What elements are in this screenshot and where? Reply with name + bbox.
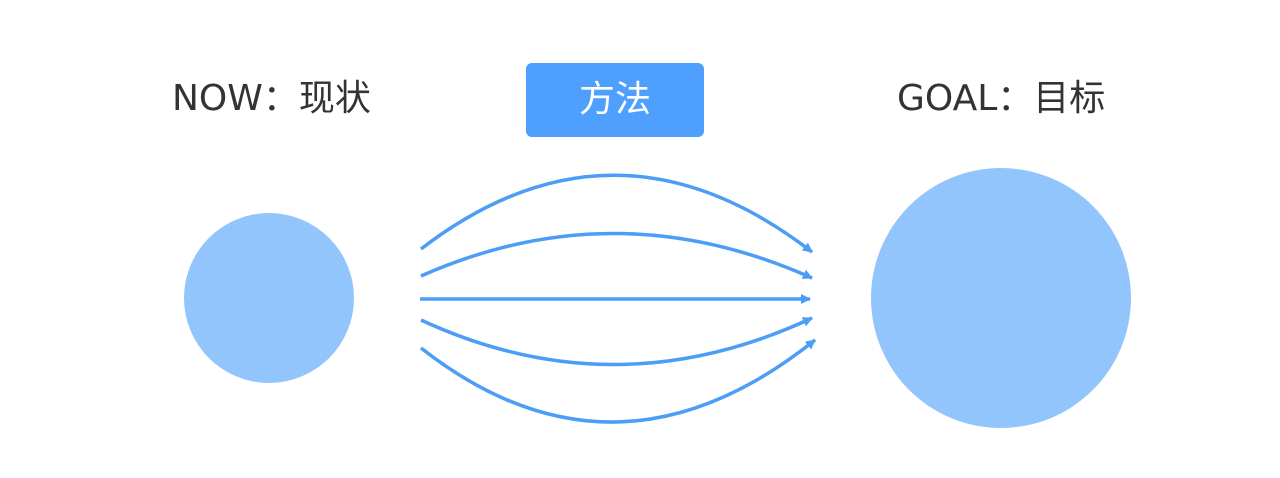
arrow-top [419,173,814,254]
goal-circle [871,168,1131,428]
goal-label: GOAL：目标 [897,78,1106,119]
arrow-upper [420,231,813,280]
now-circle [184,213,354,383]
method-box: 方法 [526,63,704,137]
arrow-bottom [419,338,817,424]
arrow-lower [420,316,813,367]
now-label: NOW：现状 [172,78,371,119]
